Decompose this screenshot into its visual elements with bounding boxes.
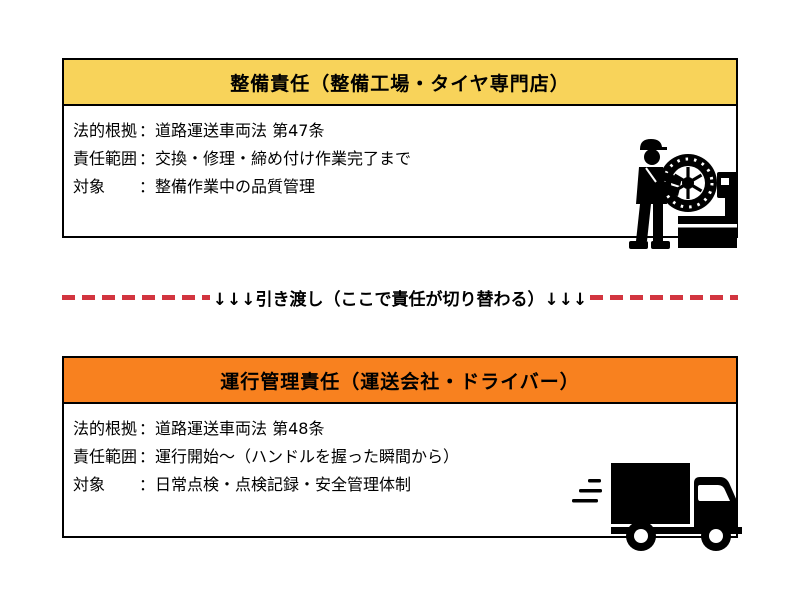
- row-label: 法的根拠: [73, 419, 138, 438]
- row-label: 対象: [73, 475, 106, 494]
- operation-box-title: 運行管理責任（運送会社・ドライバー）: [220, 370, 580, 393]
- operation-responsibility-box: 運行管理責任（運送会社・ドライバー） 法的根拠：道路運送車両法 第48条 責任範…: [62, 356, 742, 551]
- maintenance-responsibility-box: 整備責任（整備工場・タイヤ専門店） 法的根拠：道路運送車両法 第47条 責任範囲…: [62, 58, 738, 249]
- operation-row-target: 対象 ：日常点検・点検記録・安全管理体制: [73, 471, 736, 499]
- row-separator: ：: [139, 177, 156, 196]
- row-value: 整備作業中の品質管理: [155, 177, 316, 196]
- row-separator: ：: [139, 475, 156, 494]
- row-value: 運行開始〜（ハンドルを握った瞬間から）: [155, 447, 460, 466]
- operation-row-legal-basis: 法的根拠：道路運送車両法 第48条: [73, 415, 736, 443]
- row-value: 交換・修理・締め付け作業完了まで: [155, 149, 412, 168]
- maintenance-row-scope: 責任範囲：交換・修理・締め付け作業完了まで: [73, 145, 736, 173]
- maintenance-row-target: 対象 ：整備作業中の品質管理: [73, 173, 736, 201]
- row-separator: ：: [139, 419, 156, 438]
- tire-mechanic-icon: [629, 139, 738, 249]
- maintenance-box-title: 整備責任（整備工場・タイヤ専門店）: [230, 72, 570, 95]
- speed-lines: [572, 479, 602, 503]
- row-separator: ：: [139, 121, 156, 140]
- row-separator: ：: [139, 447, 156, 466]
- operation-row-scope: 責任範囲：運行開始〜（ハンドルを握った瞬間から）: [73, 443, 736, 471]
- row-value: 日常点検・点検記録・安全管理体制: [155, 475, 412, 494]
- maintenance-box-body: 法的根拠：道路運送車両法 第47条 責任範囲：交換・修理・締め付け作業完了まで …: [64, 106, 738, 249]
- row-separator: ：: [139, 149, 156, 168]
- handover-dash-right: [590, 294, 738, 300]
- maintenance-box-header: 整備責任（整備工場・タイヤ専門店）: [64, 60, 736, 106]
- handover-dash-left: [62, 294, 210, 300]
- operation-box-body: 法的根拠：道路運送車両法 第48条 責任範囲：運行開始〜（ハンドルを握った瞬間か…: [64, 404, 742, 551]
- row-label: 責任範囲: [73, 149, 138, 168]
- row-label: 責任範囲: [73, 447, 138, 466]
- row-value: 道路運送車両法 第47条: [155, 121, 325, 140]
- truck-icon: [572, 463, 742, 551]
- maintenance-row-legal-basis: 法的根拠：道路運送車両法 第47条: [73, 117, 736, 145]
- handover-label: ↓↓↓引き渡し（ここで責任が切り替わる）↓↓↓: [212, 289, 588, 310]
- row-value: 道路運送車両法 第48条: [155, 419, 325, 438]
- handover-divider: ↓↓↓引き渡し（ここで責任が切り替わる）↓↓↓: [62, 284, 738, 310]
- operation-box-header: 運行管理責任（運送会社・ドライバー）: [64, 358, 736, 404]
- row-label: 対象: [73, 177, 106, 196]
- row-label: 法的根拠: [73, 121, 138, 140]
